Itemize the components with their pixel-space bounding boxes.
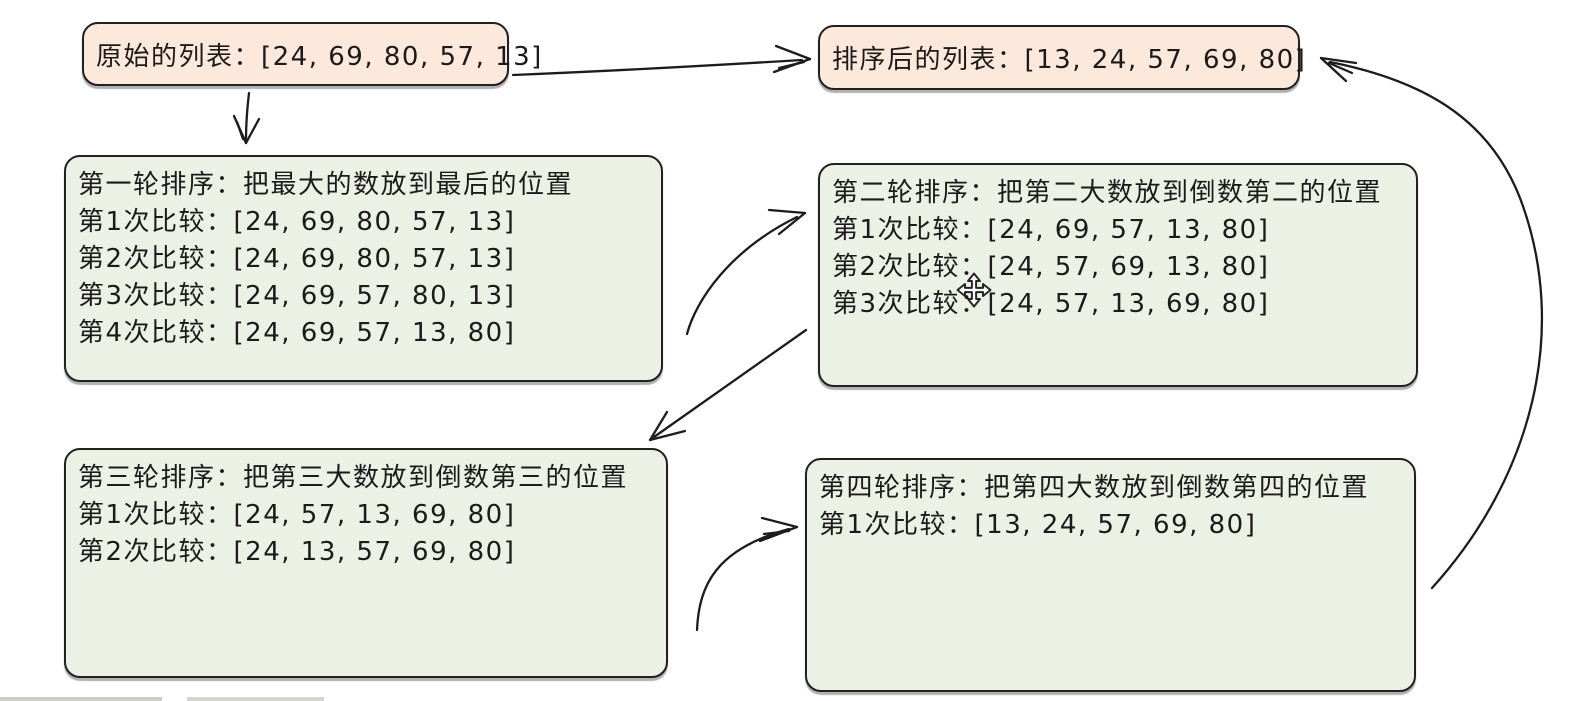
round-1-step-1: 第1次比较：[24, 69, 80, 57, 13] — [78, 207, 516, 237]
round-2-step-1: 第1次比较：[24, 69, 57, 13, 80] — [832, 215, 1270, 245]
arrow-round1-to-round2 — [685, 208, 807, 336]
round-2-node[interactable]: 第二轮排序：把第二大数放到倒数第二的位置 第1次比较：[24, 69, 57, … — [818, 163, 1418, 387]
round-2-step-3: 第3次比较：[24, 57, 13, 69, 80] — [832, 289, 1270, 319]
round-3-node[interactable]: 第三轮排序：把第三大数放到倒数第三的位置 第1次比较：[24, 57, 13, … — [64, 448, 668, 678]
round-1-node[interactable]: 第一轮排序：把最大的数放到最后的位置 第1次比较：[24, 69, 80, 57… — [64, 155, 663, 382]
round-4-title: 第四轮排序：把第四大数放到倒数第四的位置 — [819, 473, 1370, 503]
round-2-step-2: 第2次比较：[24, 57, 69, 13, 80] — [832, 252, 1270, 282]
original-list-label: 原始的列表：[24, 69, 80, 57, 13] — [96, 41, 543, 72]
round-1-title: 第一轮排序：把最大的数放到最后的位置 — [78, 170, 574, 200]
round-2-title: 第二轮排序：把第二大数放到倒数第二的位置 — [832, 178, 1383, 208]
sorted-list-node[interactable]: 排序后的列表：[13, 24, 57, 69, 80] — [818, 25, 1305, 90]
round-4-step-1: 第1次比较：[13, 24, 57, 69, 80] — [819, 510, 1257, 540]
arrow-original-to-sorted — [511, 44, 812, 77]
round-3-step-2: 第2次比较：[24, 13, 57, 69, 80] — [78, 537, 516, 567]
bottom-edge-fragment-right — [187, 697, 324, 701]
round-1-step-3: 第3次比较：[24, 69, 57, 80, 13] — [78, 281, 516, 311]
round-1-step-2: 第2次比较：[24, 69, 80, 57, 13] — [78, 244, 516, 274]
arrow-round2-to-round3 — [648, 328, 808, 442]
round-3-title: 第三轮排序：把第三大数放到倒数第三的位置 — [78, 463, 629, 493]
arrow-round3-to-round4 — [695, 516, 799, 632]
bottom-edge-fragment-left — [0, 697, 162, 701]
arrow-original-to-round1 — [232, 91, 261, 145]
round-4-node[interactable]: 第四轮排序：把第四大数放到倒数第四的位置 第1次比较：[13, 24, 57, … — [805, 458, 1416, 692]
sorted-list-label: 排序后的列表：[13, 24, 57, 69, 80] — [832, 45, 1307, 75]
original-list-node[interactable]: 原始的列表：[24, 69, 80, 57, 13] — [82, 22, 541, 86]
round-1-step-4: 第4次比较：[24, 69, 57, 13, 80] — [78, 318, 516, 348]
move-cursor-icon — [956, 272, 992, 308]
round-3-step-1: 第1次比较：[24, 57, 13, 69, 80] — [78, 500, 516, 530]
